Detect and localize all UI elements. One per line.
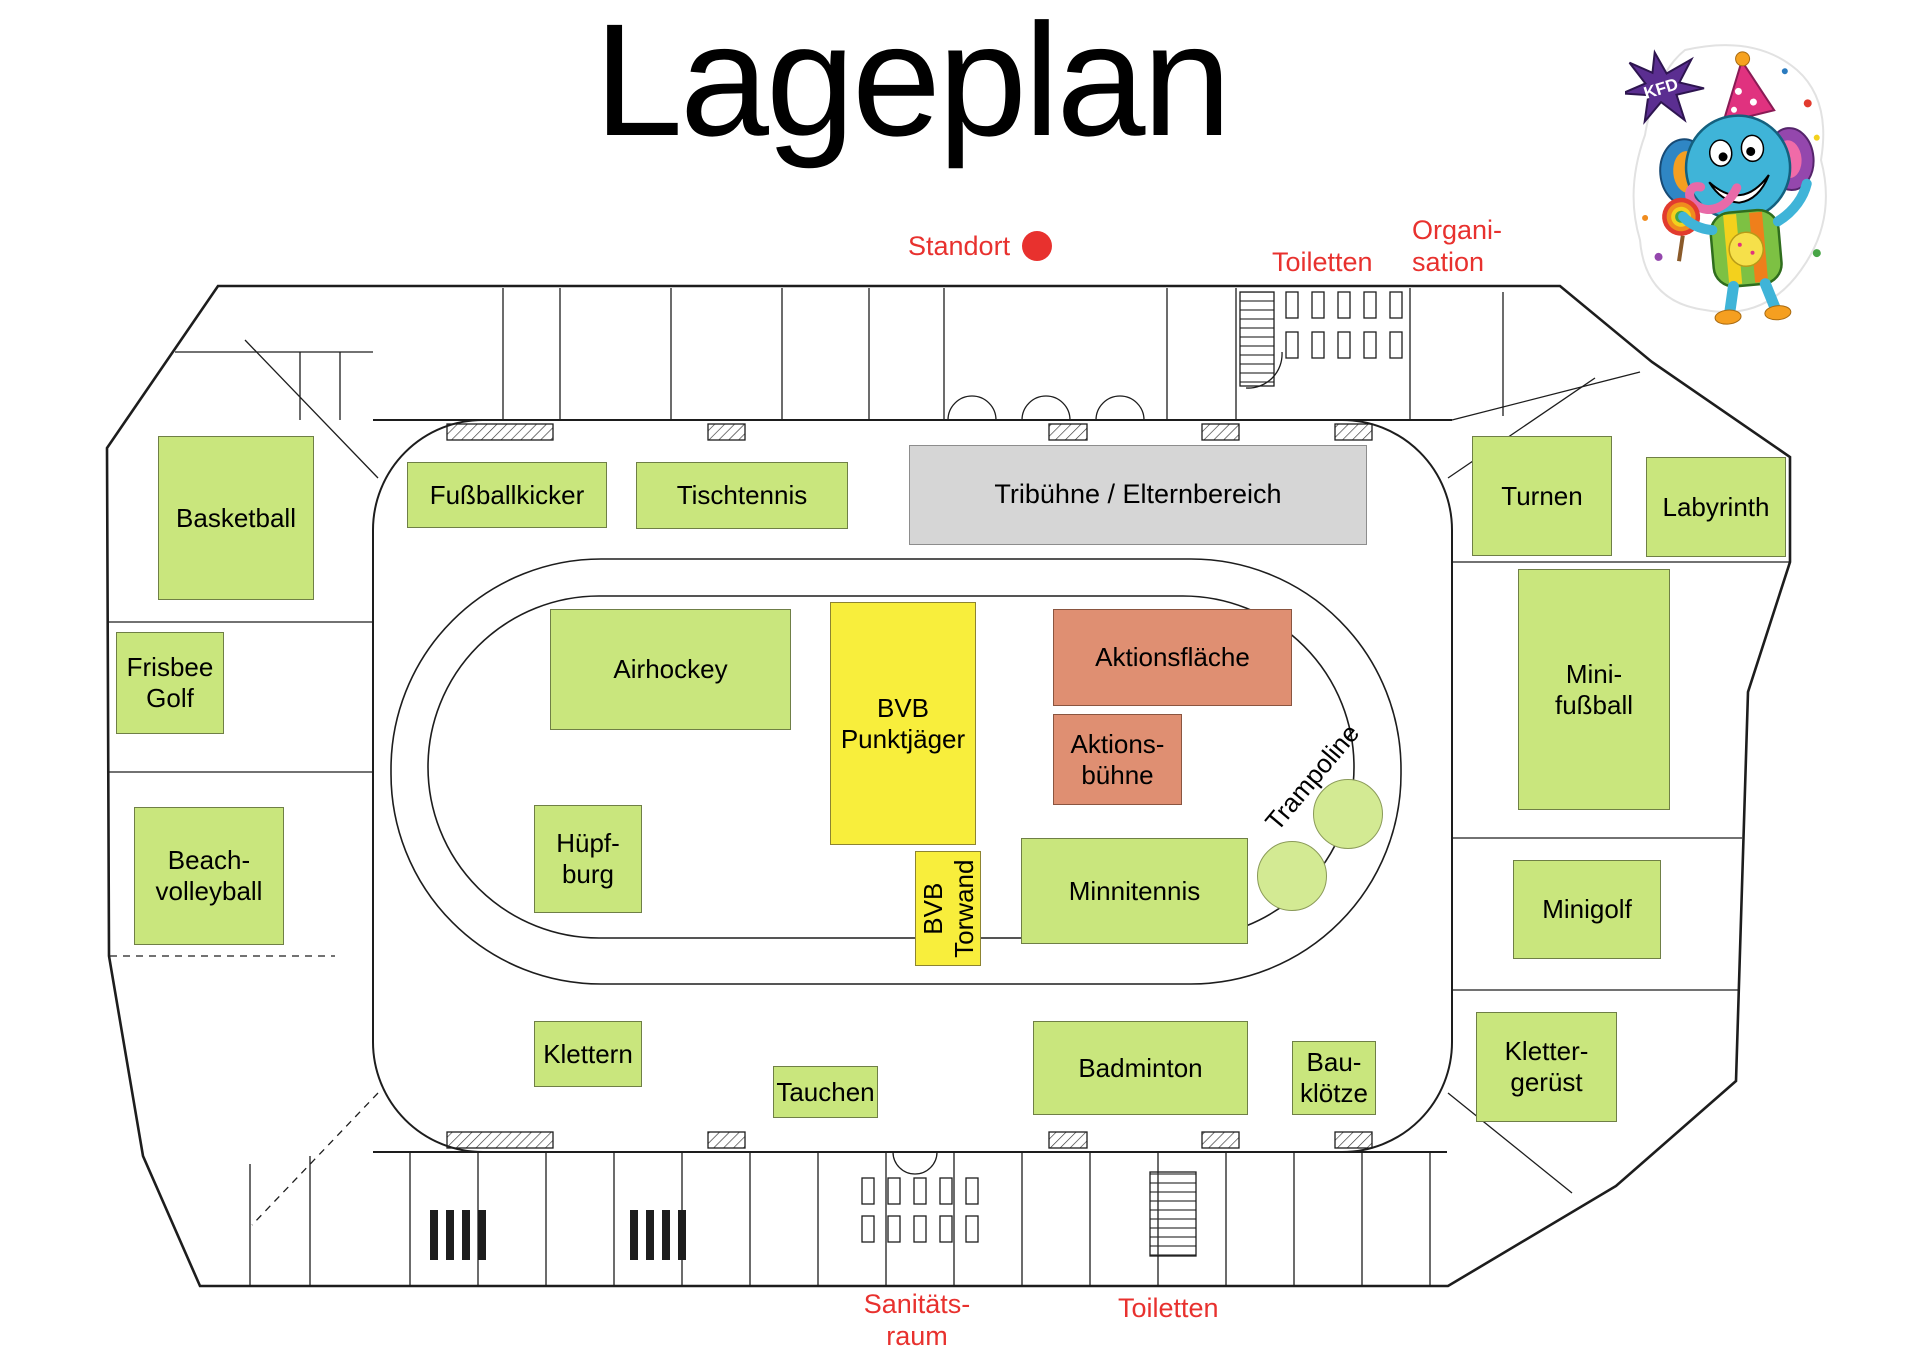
area-tribuehne: Tribühne / Elternbereich (909, 445, 1367, 545)
page-title: Lageplan (594, 0, 1231, 169)
starburst-icon (1621, 49, 1705, 125)
area-tauchen: Tauchen (773, 1066, 878, 1118)
trampoline-circle-1 (1257, 841, 1327, 911)
organisation-label: Organi- sation (1412, 215, 1503, 278)
area-turnen: Turnen (1472, 436, 1612, 556)
area-labyrinth: Labyrinth (1646, 457, 1786, 557)
standort-marker: Standort (908, 230, 1053, 262)
area-minigolf: Minigolf (1513, 860, 1661, 959)
toiletten-bottom-label: Toiletten (1118, 1293, 1219, 1323)
toiletten-top-label: Toiletten (1272, 247, 1373, 277)
area-klettergeruest: Kletter- gerüst (1476, 1012, 1617, 1122)
area-bvb-torwand: BVB Torwand (915, 851, 981, 966)
area-bvb-torwand-label: BVB Torwand (917, 859, 978, 958)
area-baukloetze: Bau- klötze (1292, 1041, 1376, 1115)
area-airhockey: Airhockey (550, 609, 791, 730)
standort-dot-icon (1022, 231, 1053, 262)
area-fussballkicker: Fußballkicker (407, 462, 607, 528)
area-bvb-punktjaeger: BVB Punktjäger (830, 602, 976, 845)
trampoline-circle-2 (1313, 779, 1383, 849)
area-klettern: Klettern (534, 1021, 642, 1087)
area-tischtennis: Tischtennis (636, 462, 848, 529)
area-frisbee-golf: Frisbee Golf (116, 632, 224, 734)
area-beach-volleyball: Beach- volleyball (134, 807, 284, 945)
area-minnitennis: Minnitennis (1021, 838, 1248, 944)
area-huepfburg: Hüpf- burg (534, 805, 642, 913)
sanitaetsraum-label: Sanitäts- raum (863, 1289, 971, 1352)
standort-label: Standort (908, 231, 1011, 261)
area-mini-fussball: Mini- fußball (1518, 569, 1670, 810)
area-aktionsflaeche: Aktionsfläche (1053, 609, 1292, 706)
area-basketball: Basketball (158, 436, 314, 600)
area-aktionsbuehne: Aktions- bühne (1053, 714, 1182, 805)
mascot-logo: KFD (1621, 40, 1840, 325)
area-badminton: Badminton (1033, 1021, 1248, 1115)
